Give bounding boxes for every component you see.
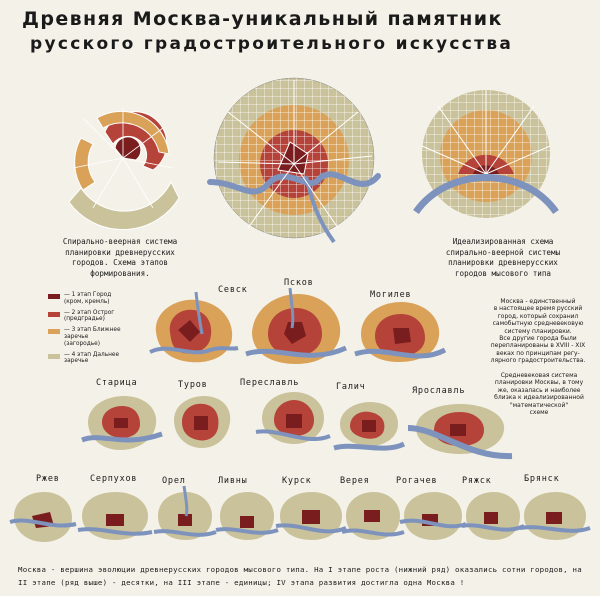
note-line: близка к идеализированной xyxy=(494,394,584,402)
city-label: Ржев xyxy=(36,474,60,484)
city-label: Серпухов xyxy=(90,474,138,484)
city-label: Переславль xyxy=(240,378,300,388)
city-label: Верея xyxy=(340,476,370,486)
page-title-line2: русского градостроительного искусства xyxy=(30,34,514,54)
caption-spiral-line: формирования. xyxy=(90,268,150,278)
city-label: Старица xyxy=(96,378,138,388)
note-line: Средневековая система xyxy=(500,372,578,379)
legend-swatch xyxy=(48,329,60,335)
legend: — 1 этап Город (кром, кремль) — 2 этап О… xyxy=(48,292,138,369)
caption-ideal-line: планировки древнерусских xyxy=(448,258,558,267)
legend-text: — 2 этап Острог (предградье) xyxy=(64,309,115,323)
bottom-caption: Москва - вершина эволюции древнерусских … xyxy=(18,565,582,587)
legend-item: — 4 этап Дальнее заречье xyxy=(48,352,138,366)
map-galich xyxy=(333,402,406,451)
map-livny xyxy=(215,492,279,540)
city-label: Ливны xyxy=(218,476,248,486)
caption-spiral-line: городов. Схема этапов xyxy=(71,258,168,267)
city-label: Рогачев xyxy=(396,476,438,486)
map-rzhev xyxy=(9,492,77,542)
map-kursk xyxy=(275,492,347,540)
city-label: Севск xyxy=(218,285,248,295)
idealized-scheme-icon xyxy=(413,90,559,218)
map-sevsk xyxy=(149,291,239,363)
map-bryansk xyxy=(519,492,591,540)
map-staritsa xyxy=(81,396,163,450)
map-ryazhsk xyxy=(461,492,525,540)
caption-spiral: Спирально-веерная система планировки дре… xyxy=(40,237,200,279)
city-label: Ярославль xyxy=(412,386,466,396)
note-line: планировки Москвы, в тому xyxy=(494,379,584,387)
map-orel xyxy=(153,485,217,540)
note-line: перепланированы в XVIII - XIX xyxy=(490,342,586,350)
row1-maps xyxy=(9,485,591,542)
city-label: Псков xyxy=(284,278,314,288)
map-vereya xyxy=(341,492,405,540)
legend-text: — 1 этап Город (кром, кремль) xyxy=(64,292,112,305)
city-label: Курск xyxy=(282,476,312,486)
note-moscow: Москва - единственный в настоящее время … xyxy=(488,298,588,365)
map-yaroslavl xyxy=(407,404,513,460)
moscow-plan-icon xyxy=(207,77,381,244)
note-line: Все другие города были xyxy=(499,335,577,343)
note-line: систему планировки. xyxy=(504,327,572,335)
city-label: Могилев xyxy=(370,290,412,300)
legend-item: — 3 этап Ближнее заречье (загородье) xyxy=(48,327,138,347)
caption-ideal: Идеализированная схема спирально-веерной… xyxy=(418,237,588,279)
legend-swatch xyxy=(48,353,60,359)
legend-item: — 2 этап Острог (предградье) xyxy=(48,310,138,324)
note-line: самобытную средневековую xyxy=(492,320,584,328)
note-line: же, оказалась и наиболее xyxy=(497,386,581,394)
caption-spiral-line: планировки древнерусских xyxy=(65,247,175,257)
caption-ideal-line: спирально-веерной системы xyxy=(445,247,561,257)
map-pskov xyxy=(245,287,348,364)
legend-item: — 1 этап Город (кром, кремль) xyxy=(48,292,138,306)
caption-ideal-line: городов мысового типа xyxy=(454,268,551,278)
caption-spiral-line: Спирально-веерная система xyxy=(62,237,178,246)
legend-swatch xyxy=(48,294,60,299)
map-pereslavl xyxy=(255,392,331,444)
map-mogilev xyxy=(354,302,447,362)
spiral-fan-scheme-icon xyxy=(68,108,180,231)
note-line: "математической" xyxy=(509,401,569,409)
note-line: веках по принципам регу- xyxy=(496,349,580,357)
city-label: Ряжск xyxy=(462,476,492,486)
map-serpukhov xyxy=(77,492,153,540)
note-line: в настоящее время русский xyxy=(493,305,583,313)
legend-text: — 4 этап Дальнее заречье xyxy=(64,351,120,365)
note-line: лярного градостроительства. xyxy=(490,357,586,365)
page-title-line1: Древняя Москва-уникальный памятник xyxy=(22,8,503,30)
legend-swatch xyxy=(48,311,60,317)
city-label: Брянск xyxy=(524,474,560,484)
legend-text: — 3 этап Ближнее заречье (загородье) xyxy=(64,327,121,347)
note-line: Москва - единственный xyxy=(500,298,576,305)
note-line: город, который сохранил xyxy=(497,312,579,320)
city-label: Орел xyxy=(162,476,186,486)
city-label: Туров xyxy=(178,380,208,390)
note-line: схеме xyxy=(529,409,549,417)
map-turov xyxy=(174,396,231,448)
caption-ideal-line: Идеализированная схема xyxy=(452,237,554,246)
city-label: Галич xyxy=(336,382,366,392)
map-rogachev xyxy=(399,492,467,540)
note-system: Средневековая система планировки Москвы,… xyxy=(490,372,588,416)
